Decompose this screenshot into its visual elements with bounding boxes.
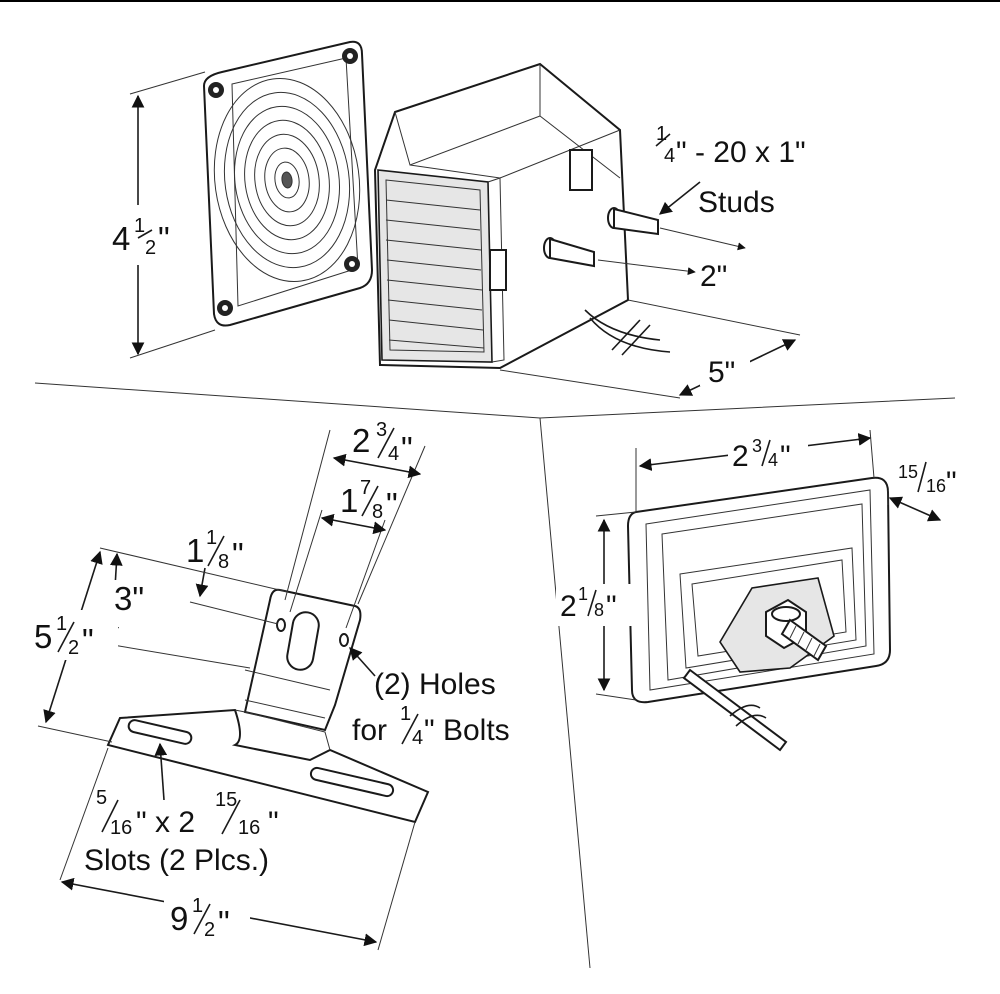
light-depth-dim: 15 16 " (887, 461, 957, 522)
slot-mark: " (268, 806, 279, 839)
holes-line2-pre: for (352, 714, 387, 747)
lens-height-num: 1 (134, 215, 145, 237)
studs-label: Studs (698, 186, 775, 219)
bracket-height-whole: 5 (34, 618, 52, 655)
slot-num2: 15 (215, 789, 237, 811)
bracket-width-num: 1 (192, 895, 203, 917)
lens-screws (208, 48, 360, 316)
slot-mid: " x 2 (136, 806, 195, 839)
light-height-mark: " (606, 590, 617, 623)
bracket-height-num: 1 (56, 613, 67, 635)
bracket-offset-mark: " (232, 536, 244, 573)
holes-frac-den: 4 (412, 727, 423, 749)
holes-line2-post: " Bolts (424, 714, 510, 747)
light-width-mark: " (780, 440, 791, 473)
bracket-drawing (106, 588, 430, 824)
slot-den2: 16 (238, 817, 260, 839)
bracket-offset-whole: 1 (186, 532, 204, 569)
bracket-offset-den: 8 (218, 551, 229, 573)
light-width-dim: 2 3 4 " (635, 429, 875, 512)
bracket-top-width-mark: " (401, 430, 413, 467)
bracket-width-den: 2 (204, 919, 215, 941)
holes-frac-num: 1 (400, 703, 411, 725)
housing-drawing (373, 62, 671, 370)
light-height-num: 1 (578, 584, 588, 604)
bracket-offset-num: 1 (206, 527, 217, 549)
stud-length-dim: 2" (597, 227, 746, 293)
stud-upper (607, 207, 659, 236)
bracket-3-dim: 3" (94, 547, 289, 669)
light-width-den: 4 (768, 450, 778, 470)
bracket-top-width-whole: 2 (352, 422, 370, 459)
holes-line1: (2) Holes (374, 668, 496, 701)
lens-drawing (202, 40, 374, 327)
bracket-height-mark: " (82, 622, 94, 659)
bracket-top-width-den: 4 (388, 443, 399, 465)
bracket-3: 3" (114, 580, 144, 617)
stud-spec-callout: 1 4 " - 20 x 1" Studs (655, 123, 806, 219)
slot-num1: 5 (96, 787, 107, 809)
bracket-offset-dim: 1 1 8 " (186, 527, 279, 625)
stud-length: 2" (700, 260, 727, 293)
housing-depth: 5" (708, 356, 735, 389)
light-depth-mark: " (946, 466, 957, 499)
bracket-hole-spacing-num: 7 (360, 477, 371, 499)
light-depth-den: 16 (926, 476, 946, 496)
bracket-width-mark: " (218, 904, 230, 941)
bracket-hole-spacing-dim: 1 7 8 " (289, 477, 398, 629)
slots-label: Slots (2 Plcs.) (84, 844, 269, 877)
bracket-width-dim: 9 1 2 " (59, 747, 416, 951)
light-drawing (626, 476, 892, 752)
bracket-hole-spacing-whole: 1 (340, 482, 358, 519)
light-width-num: 3 (752, 436, 762, 456)
lens-panel: 4 1 2 " (108, 40, 806, 399)
slot-den1: 16 (110, 817, 132, 839)
stud-spec-text: " - 20 x 1" (676, 136, 806, 169)
bracket-height-den: 2 (68, 637, 79, 659)
bracket-hole-spacing-mark: " (386, 486, 398, 523)
lens-height-whole: 4 (112, 220, 130, 257)
lens-height-mark: " (158, 220, 170, 257)
stud-spec-num: 1 (656, 123, 667, 145)
light-height-den: 8 (594, 600, 604, 620)
light-height-whole: 2 (560, 590, 577, 623)
bracket-width-whole: 9 (170, 900, 188, 937)
light-panel: 2 3 4 " 15 16 " 2 1 8 " (556, 429, 957, 752)
stud-lower (543, 237, 595, 268)
bracket-top-width-num: 3 (376, 419, 387, 441)
housing-depth-dim: 5" (499, 299, 801, 399)
lens-height-den: 2 (145, 237, 156, 259)
stud-spec-den: 4 (664, 145, 675, 167)
light-width-whole: 2 (732, 440, 749, 473)
lens-rings (213, 77, 361, 283)
bracket-hole-spacing-den: 8 (372, 501, 383, 523)
holes-callout: (2) Holes for 1 4 " Bolts (349, 647, 510, 749)
lens-height-dim: 4 1 2 " (108, 71, 216, 359)
reflector-pattern (385, 199, 485, 349)
bracket-panel: 2 3 4 " 1 7 8 " 1 1 8 " (32, 419, 510, 951)
light-depth-num: 15 (898, 462, 918, 482)
light-height-dim: 2 1 8 " (556, 511, 640, 701)
slot-callout: 5 16 " x 2 15 16 " Slots (2 Plcs.) (84, 742, 279, 877)
bracket-height-dim: 5 1 2 " (32, 550, 118, 743)
panel-dividers (34, 382, 956, 969)
bracket-top-width-dim: 2 3 4 " (284, 419, 426, 605)
